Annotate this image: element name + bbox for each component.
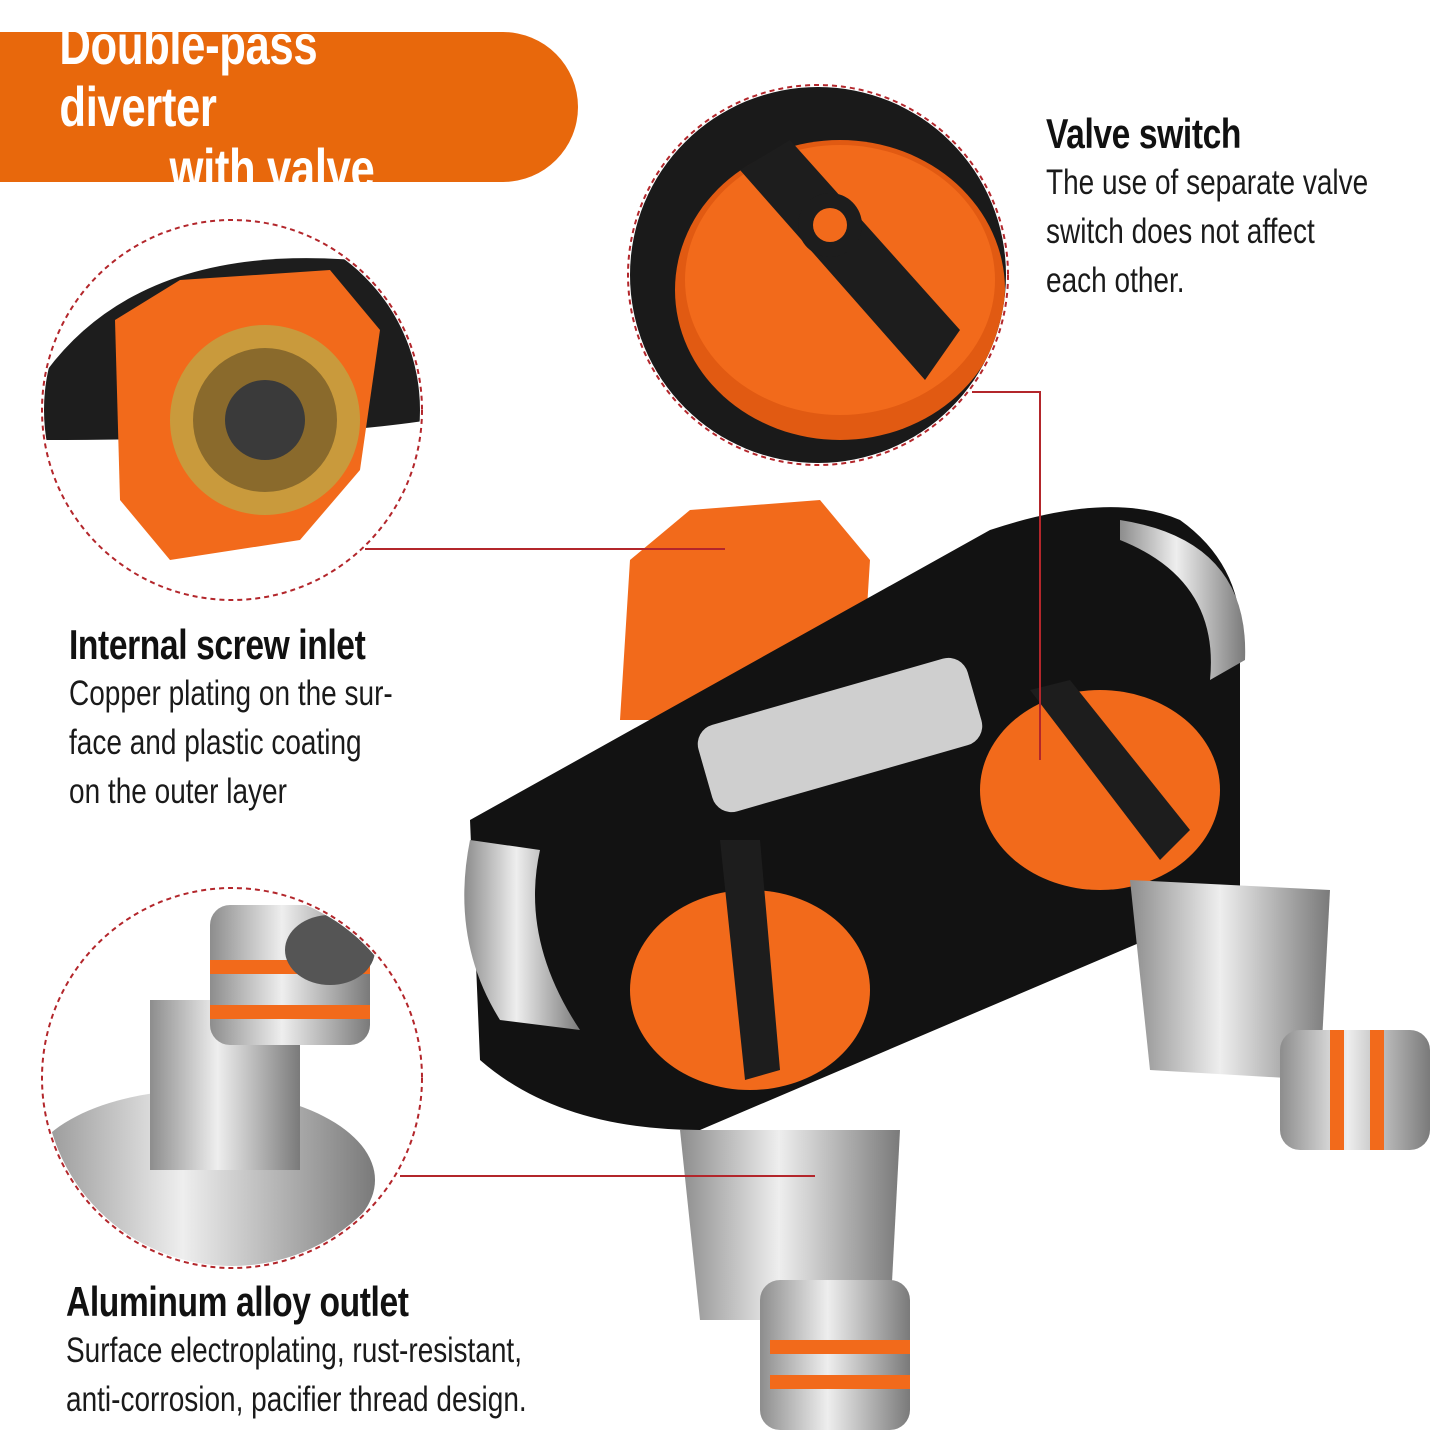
title-banner: Double-pass diverter with valve	[0, 14, 578, 200]
feature-aluminum-outlet: Aluminum alloy outlet Surface electropla…	[66, 1278, 642, 1424]
leader-line-valve	[972, 391, 1041, 760]
feature-text: each other.	[1046, 261, 1185, 300]
banner-title-line2: with valve	[169, 137, 375, 200]
detail-circle-outlet	[41, 887, 423, 1269]
feature-internal-screw-inlet: Internal screw inlet Copper plating on t…	[69, 621, 474, 816]
feature-title: Aluminum alloy outlet	[66, 1278, 409, 1325]
feature-text: Copper plating on the sur-	[69, 674, 393, 713]
feature-valve-switch: Valve switch The use of separate valve s…	[1046, 110, 1445, 305]
feature-text: face and plastic coating	[69, 723, 362, 762]
banner-title-line1: Double-pass diverter	[59, 13, 318, 138]
feature-text: switch does not affect	[1046, 212, 1315, 251]
feature-title: Internal screw inlet	[69, 621, 366, 668]
feature-text: The use of separate valve	[1046, 163, 1369, 202]
detail-circle-inlet	[41, 219, 423, 601]
diverter-product	[464, 500, 1430, 1430]
feature-text: anti-corrosion, pacifier thread design.	[66, 1380, 527, 1419]
feature-text: Surface electroplating, rust-resistant,	[66, 1331, 522, 1370]
feature-title: Valve switch	[1046, 110, 1242, 157]
detail-circle-valve	[627, 84, 1009, 466]
feature-text: on the outer layer	[69, 772, 287, 811]
